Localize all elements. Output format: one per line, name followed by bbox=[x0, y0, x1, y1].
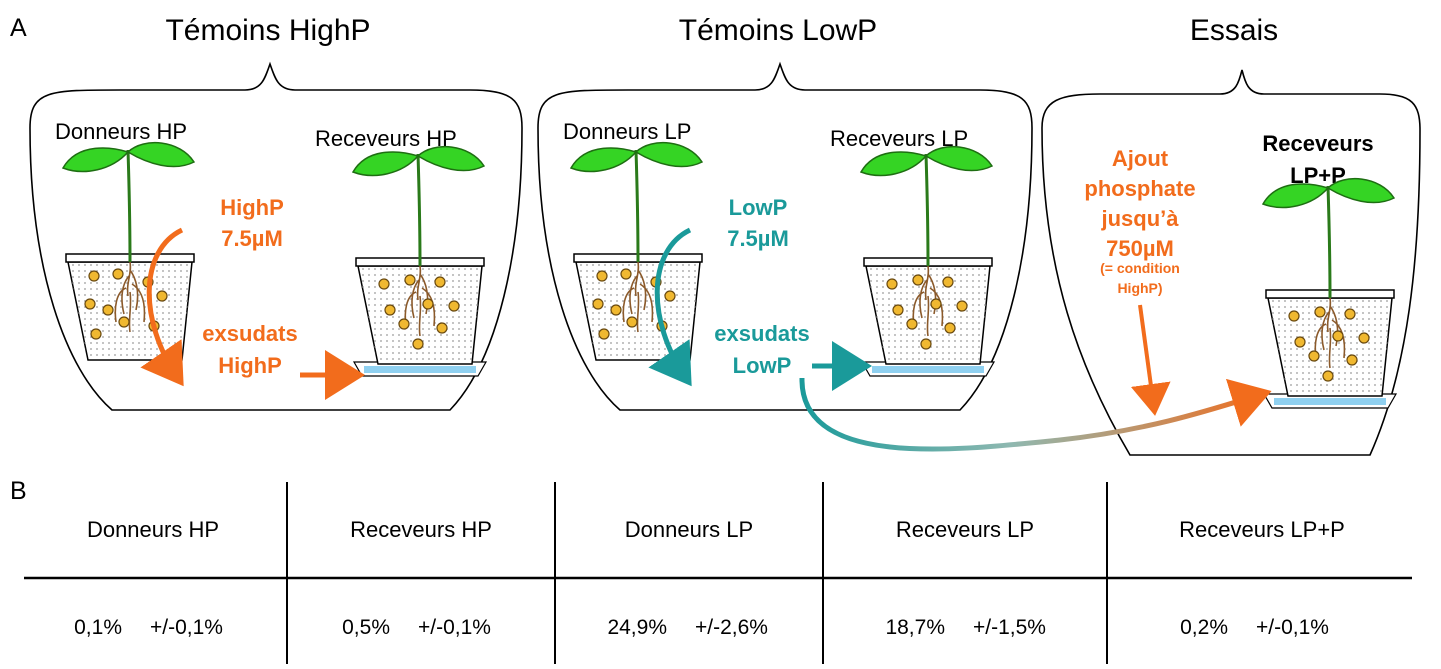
table-error-cell: +/-0,1% bbox=[1256, 616, 1329, 639]
highp-flow-arrow bbox=[140, 227, 184, 387]
table-error-cell: +/-1,5% bbox=[973, 616, 1046, 639]
results-table: Donneurs HP Receveurs HP Donneurs LP Rec… bbox=[24, 482, 1412, 664]
table-value-cell: 0,2% bbox=[1180, 616, 1228, 639]
panel-a-label: A bbox=[10, 14, 27, 42]
lowp-exudate-line2: LowP bbox=[733, 353, 792, 378]
bracket-highp bbox=[29, 61, 523, 411]
lowp-exudate-line1: exsudats bbox=[714, 321, 809, 346]
lowp-condition-line1: LowP bbox=[729, 195, 788, 220]
table-header-cell: Donneurs LP bbox=[625, 517, 753, 542]
essais-receiver-line1: Receveurs bbox=[1262, 131, 1373, 156]
essais-add-line4: 750µM bbox=[1106, 236, 1174, 261]
highp-exudate-line2: HighP bbox=[218, 353, 282, 378]
table-error-cell: +/-0,1% bbox=[418, 616, 491, 639]
donor-lp-plant bbox=[569, 141, 704, 361]
essais-note-line2: HighP) bbox=[1117, 280, 1162, 296]
panel-b-label: B bbox=[10, 477, 27, 505]
table-header-cell: Donneurs HP bbox=[87, 517, 219, 542]
table-header-cell: Receveurs LP bbox=[896, 517, 1034, 542]
table-error-cell: +/-0,1% bbox=[150, 616, 223, 639]
highp-condition-line1: HighP bbox=[220, 195, 284, 220]
table-value-cell: 0,5% bbox=[342, 616, 390, 639]
table-value-cell: 24,9% bbox=[607, 616, 667, 639]
lowp-flow-arrow bbox=[648, 227, 692, 387]
essais-add-line3: jusqu’à bbox=[1100, 206, 1179, 231]
table-value-cell: 0,1% bbox=[74, 616, 122, 639]
bracket-lowp bbox=[537, 61, 1033, 411]
highp-exudate-line1: exsudats bbox=[202, 321, 297, 346]
table-error-cell: +/-2,6% bbox=[695, 616, 768, 639]
receiver-hp-label: Receveurs HP bbox=[315, 126, 457, 151]
receiver-lp-plant bbox=[859, 145, 995, 377]
receiver-lpp-plant bbox=[1261, 177, 1397, 409]
table-header-cell: Receveurs LP+P bbox=[1179, 517, 1345, 542]
table-value-cell: 18,7% bbox=[885, 616, 945, 639]
cross-transfer-arrow bbox=[799, 377, 1272, 452]
donor-lp-label: Donneurs LP bbox=[563, 119, 691, 144]
phosphate-addition-arrow bbox=[1130, 304, 1171, 416]
receiver-hp-plant bbox=[351, 145, 487, 377]
lowp-condition-line2: 7.5µM bbox=[727, 226, 789, 251]
essais-add-line2: phosphate bbox=[1084, 176, 1195, 201]
essais-add-line1: Ajout bbox=[1112, 146, 1169, 171]
bracket-essais bbox=[1041, 69, 1421, 456]
group-title-highp: Témoins HighP bbox=[165, 14, 370, 47]
group-title-lowp: Témoins LowP bbox=[679, 14, 877, 47]
group-title-essais: Essais bbox=[1190, 14, 1278, 47]
donor-hp-label: Donneurs HP bbox=[55, 119, 187, 144]
essais-note-line1: (= condition bbox=[1100, 260, 1180, 276]
donor-hp-plant bbox=[61, 141, 196, 361]
highp-condition-line2: 7.5µM bbox=[221, 226, 283, 251]
table-header-cell: Receveurs HP bbox=[350, 517, 492, 542]
